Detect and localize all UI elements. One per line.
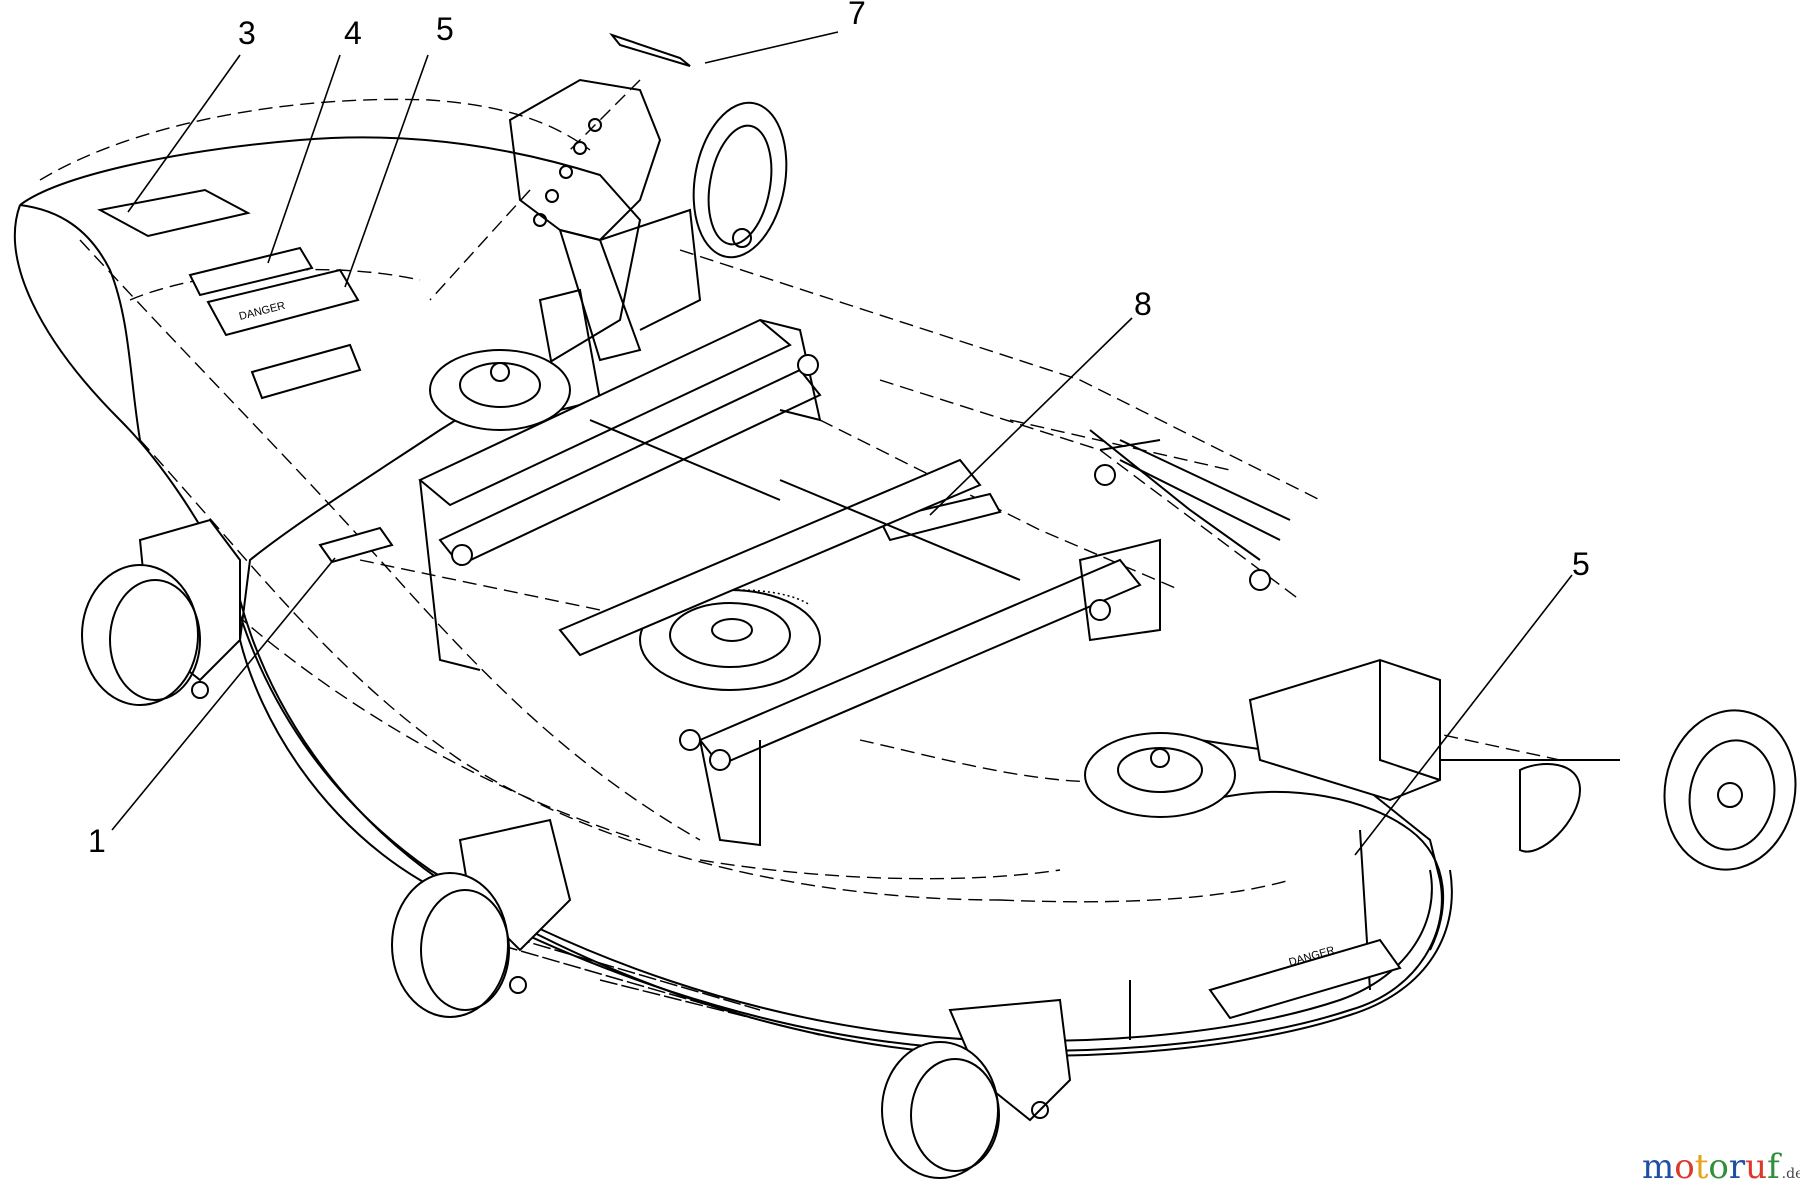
decal-1 — [318, 526, 394, 564]
decal-small-left — [250, 343, 362, 400]
callout-3: 3 — [238, 15, 256, 51]
decal-7 — [609, 32, 691, 67]
callout-7: 7 — [848, 0, 866, 31]
decal-8 — [878, 492, 1002, 542]
decal-4 — [188, 246, 314, 297]
callout-8: 8 — [1134, 286, 1152, 322]
gauge-wheels — [81, 518, 1072, 1179]
decal-5-left — [206, 268, 360, 337]
leader-lines — [111, 31, 1573, 856]
decal-3 — [97, 188, 251, 238]
rear-roller-assembly — [508, 78, 788, 412]
decal-5-right — [1208, 938, 1402, 1020]
callout-5-right: 5 — [1572, 546, 1590, 582]
watermark-text: motoruf.de — [1642, 1147, 1800, 1187]
spindles — [429, 349, 1236, 818]
callout-1: 1 — [88, 823, 106, 859]
decals: DANGER DANGER — [97, 32, 1402, 1020]
right-roller-assembly — [1248, 658, 1797, 871]
watermark-logo: motoruf.de — [1642, 1147, 1800, 1187]
callout-4: 4 — [344, 15, 362, 51]
hitch-frame — [418, 318, 1291, 847]
callout-5-left: 5 — [436, 11, 454, 47]
callout-numbers: 3 4 5 7 8 5 1 — [88, 0, 1590, 859]
